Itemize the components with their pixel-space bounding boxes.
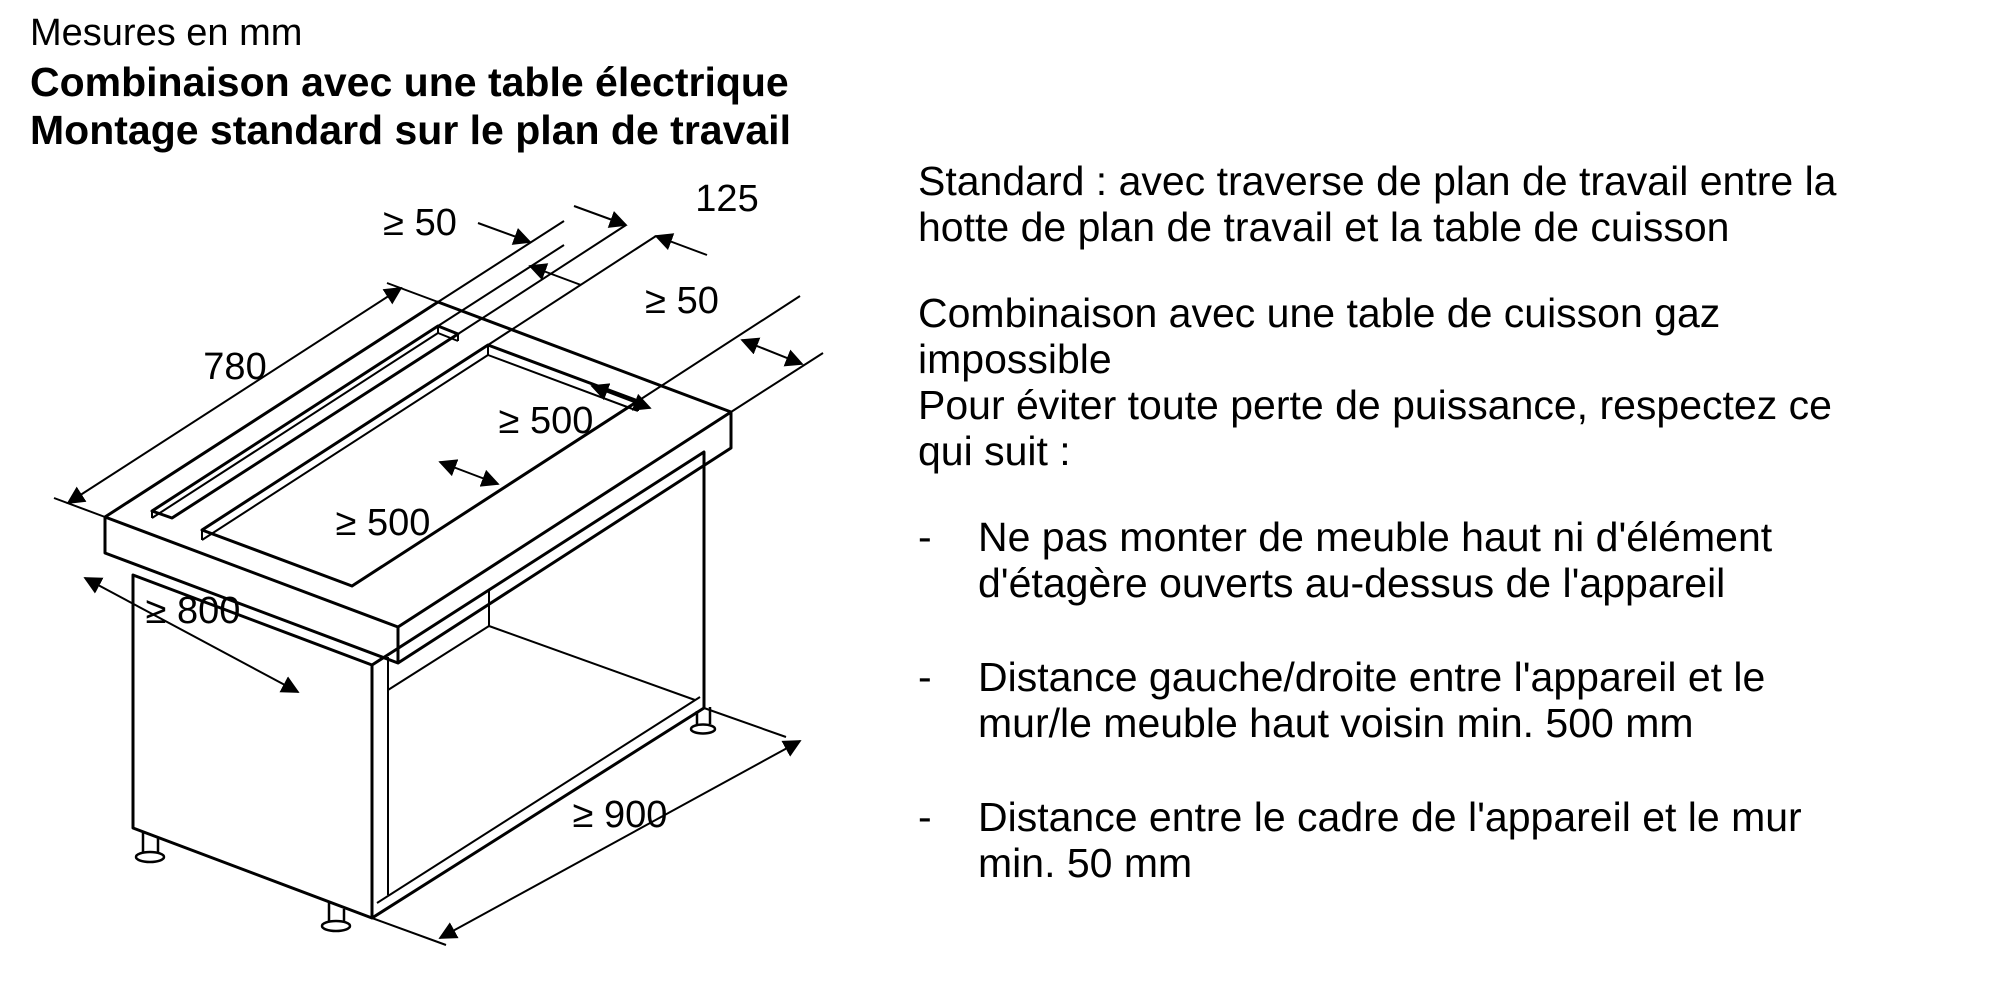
units-note: Mesures en mm	[30, 12, 303, 54]
bullet-no-wall-units: - Ne pas monter de meuble haut ni d'élém…	[918, 514, 1980, 606]
bullet-text: Ne pas monter de meuble haut ni d'élémen…	[978, 514, 1980, 606]
text-line: impossible	[918, 336, 1112, 382]
text-line: Ne pas monter de meuble haut ni d'élémen…	[978, 514, 1773, 560]
bullet-marker: -	[918, 794, 932, 840]
text-line: qui suit :	[918, 428, 1071, 474]
bullet-text: Distance entre le cadre de l'appareil et…	[978, 794, 1980, 886]
dimension-50-front: ≥ 50	[637, 280, 824, 413]
paragraph-standard: Standard : avec traverse de plan de trav…	[918, 158, 1980, 250]
dimension-50-back: ≥ 50	[383, 202, 582, 327]
text-line: Distance gauche/droite entre l'appareil …	[978, 654, 1766, 700]
dim-label-900: ≥ 900	[573, 794, 668, 836]
title-montage: Montage standard sur le plan de travail	[30, 107, 791, 153]
text-line: d'étagère ouverts au-dessus de l'apparei…	[978, 560, 1726, 606]
dim-label-500-lower: ≥ 500	[336, 502, 431, 544]
text-line: hotte de plan de travail et la table de …	[918, 204, 1730, 250]
dim-label-780: 780	[203, 346, 266, 388]
text-line: min. 50 mm	[978, 840, 1193, 886]
text-line: Combinaison avec une table de cuisson ga…	[918, 290, 1721, 336]
page-header: Mesures en mm Combinaison avec une table…	[30, 8, 791, 154]
dim-label-500-upper: ≥ 500	[499, 400, 594, 442]
text-line: Distance entre le cadre de l'appareil et…	[978, 794, 1802, 840]
bullet-side-distance: - Distance gauche/droite entre l'apparei…	[918, 654, 1980, 746]
dim-label-50-front: ≥ 50	[645, 280, 719, 322]
dimension-800: ≥ 800	[83, 577, 300, 693]
text-line: Standard : avec traverse de plan de trav…	[918, 158, 1837, 204]
bullet-marker: -	[918, 514, 932, 560]
text-line: mur/le meuble haut voisin min. 500 mm	[978, 700, 1694, 746]
dimension-900: ≥ 900	[371, 707, 802, 946]
instructions-column: Standard : avec traverse de plan de trav…	[918, 158, 1980, 934]
dim-label-125: 125	[695, 178, 758, 220]
dimension-125: 125	[457, 178, 759, 346]
dimension-500-upper: ≥ 500	[499, 383, 652, 442]
text-line: Pour éviter toute perte de puissance, re…	[918, 382, 1832, 428]
bullet-text: Distance gauche/droite entre l'appareil …	[978, 654, 1980, 746]
title-combination: Combinaison avec une table électrique	[30, 59, 789, 105]
cabinet-feet	[134, 707, 717, 933]
paragraph-gaz-impossible: Combinaison avec une table de cuisson ga…	[918, 290, 1980, 474]
bullet-marker: -	[918, 654, 932, 700]
bullet-frame-distance: - Distance entre le cadre de l'appareil …	[918, 794, 1980, 886]
hood-slot-cutout	[150, 324, 460, 520]
dimension-780: 780	[53, 282, 439, 518]
dimension-500-lower: ≥ 500	[336, 459, 500, 544]
dim-label-800: ≥ 800	[146, 590, 241, 632]
dim-label-50-back: ≥ 50	[383, 202, 457, 244]
